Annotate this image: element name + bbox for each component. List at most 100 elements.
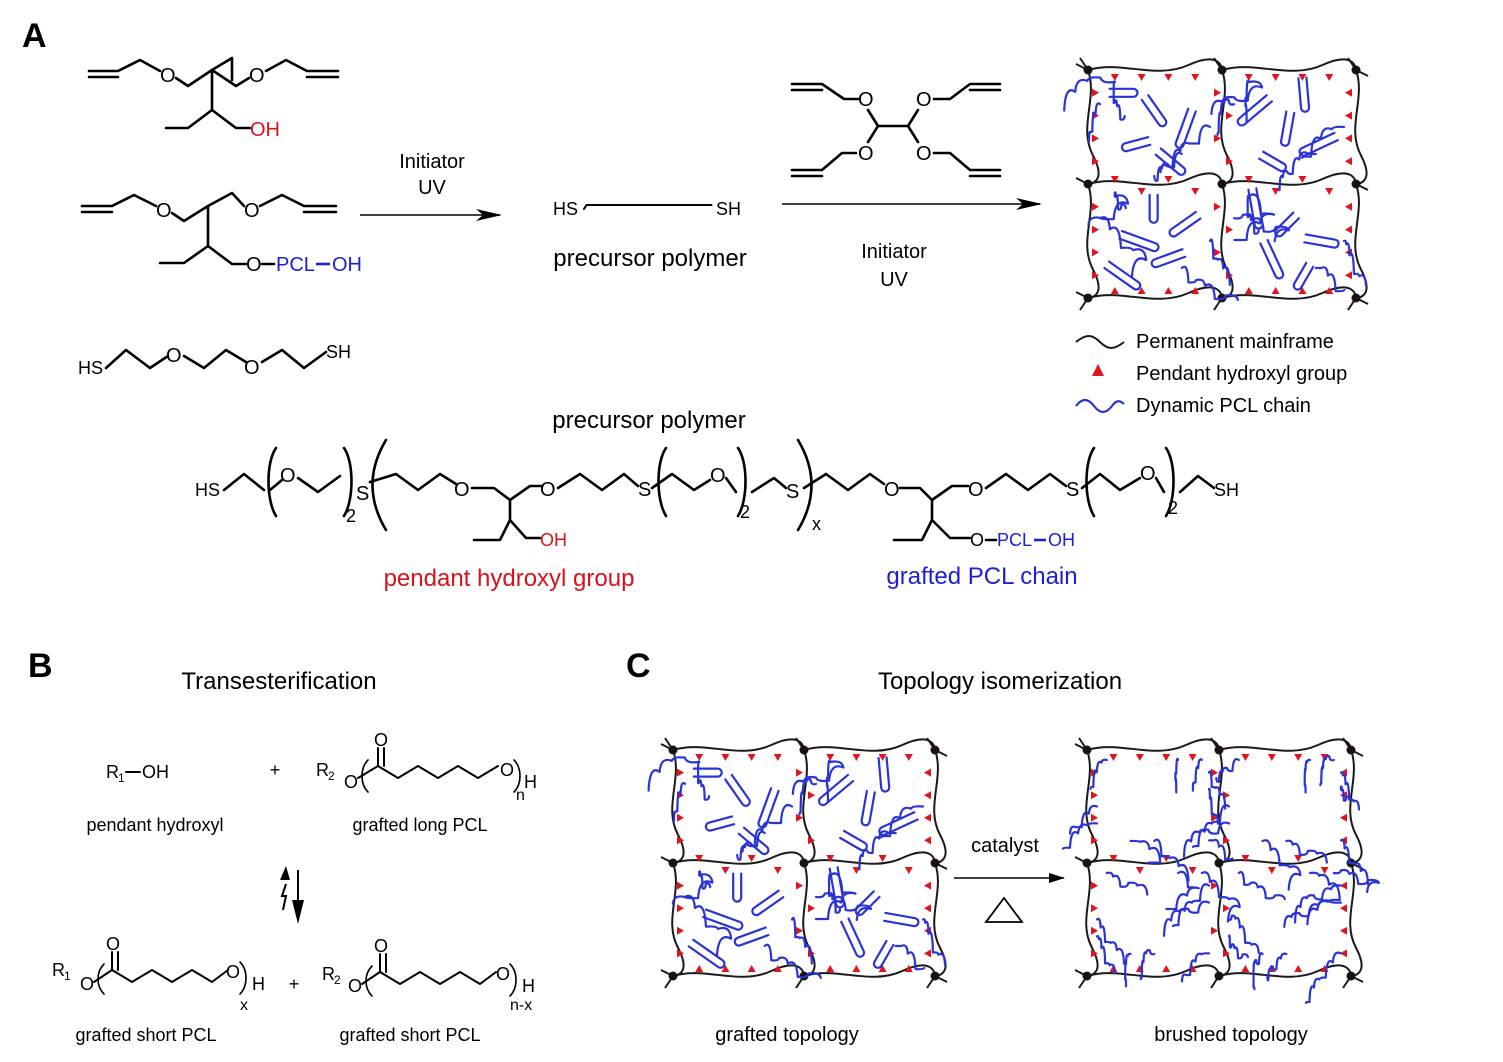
grafted-label: grafted PCL chain [886,563,1077,590]
svg-text:2: 2 [334,973,341,987]
svg-text:SH: SH [716,199,741,219]
svg-text:OH: OH [1048,530,1075,550]
equilibrium-arrows [280,866,304,924]
svg-text:H: H [522,976,535,996]
svg-text:R: R [316,760,329,780]
panel-label-c: C [626,647,651,685]
svg-text:O: O [348,976,362,996]
svg-text:OH: OH [142,762,169,782]
svg-text:S: S [638,479,651,501]
svg-text:O: O [246,254,262,276]
svg-text:H: H [524,772,537,792]
svg-text:x: x [240,997,248,1014]
network-diagram-a [1063,57,1369,311]
svg-text:O: O [280,465,296,487]
svg-text:O: O [80,974,94,994]
precursor-title: precursor polymer [552,407,745,434]
svg-text:H: H [252,974,265,994]
legend: Permanent mainframe Pendant hydroxyl gro… [1075,331,1347,417]
svg-text:S: S [356,483,369,505]
legend-pcl: Dynamic PCL chain [1136,395,1311,417]
step2-uv: UV [880,269,908,291]
monomer-allyl-ether-pcl: O O O PCL OH [80,191,362,276]
svg-text:O: O [374,730,388,750]
step1-initiator: Initiator [399,151,465,173]
panel-label-b: B [28,647,53,685]
svg-text:O: O [970,530,984,550]
svg-text:O: O [968,479,984,501]
svg-text:O: O [540,479,556,501]
pendant-hydroxyl-label: pendant hydroxyl [86,815,223,835]
plus-1: + [270,760,281,780]
short-pcl-2: R 2 O O O H n-x [322,936,535,1014]
svg-text:2: 2 [346,506,356,526]
short-pcl-1: R 1 O O O H x [52,934,265,1014]
svg-text:PCL: PCL [997,530,1032,550]
svg-text:n: n [516,787,525,804]
pendant-label: pendant hydroxyl group [384,565,635,592]
precursor-structure: HS O 2 S O O OH S O 2 S x O O O [195,438,1239,550]
svg-text:2: 2 [1168,498,1178,518]
svg-text:O: O [226,962,240,982]
heat-triangle [984,896,1024,923]
svg-text:O: O [500,760,514,780]
svg-text:O: O [496,964,510,984]
svg-text:O: O [710,465,726,487]
svg-text:OH: OH [250,119,280,141]
panel-b-title: Transesterification [181,668,376,695]
svg-text:S: S [786,481,799,503]
step1-uv: UV [418,177,446,199]
svg-text:O: O [244,200,260,222]
svg-text:O: O [106,934,120,954]
precursor-label: precursor polymer [553,245,746,272]
plus-2: + [289,974,300,994]
svg-text:O: O [858,89,874,111]
legend-mainframe: Permanent mainframe [1136,331,1334,353]
svg-text:O: O [1140,463,1156,485]
grafted-short-label-2: grafted short PCL [339,1025,480,1045]
network-brushed-topology [1061,737,1380,1004]
svg-text:OH: OH [332,254,362,276]
network-grafted-topology [647,737,948,989]
svg-text:O: O [244,357,260,379]
svg-text:O: O [249,65,265,87]
svg-text:HS: HS [195,480,220,500]
catalyst-label: catalyst [971,835,1039,857]
svg-text:1: 1 [118,771,125,785]
svg-text:HS: HS [78,358,103,378]
svg-text:O: O [916,89,932,111]
svg-text:O: O [916,143,932,165]
svg-text:SH: SH [1214,480,1239,500]
svg-text:2: 2 [740,502,750,522]
grafted-short-label-1: grafted short PCL [75,1025,216,1045]
svg-text:S: S [1066,479,1079,501]
svg-text:R: R [322,964,335,984]
brushed-topology-label: brushed topology [1154,1024,1307,1046]
svg-text:OH: OH [540,530,567,550]
svg-text:x: x [812,514,821,534]
legend-hydroxyl-swatch [1092,364,1104,376]
svg-text:O: O [374,936,388,956]
svg-text:O: O [884,479,900,501]
svg-text:O: O [166,345,182,367]
svg-text:2: 2 [328,769,335,783]
svg-text:SH: SH [326,342,351,362]
precursor-short: HS SH [553,199,741,219]
grafted-topology-label: grafted topology [715,1024,858,1046]
legend-mainframe-swatch [1075,335,1125,349]
svg-text:O: O [156,200,172,222]
long-pcl-structure: R 2 O O O H n [316,730,537,804]
r1-oh: R 1 OH [106,762,169,785]
monomer-dithiol: HS O O SH [78,342,351,379]
legend-pcl-swatch [1075,398,1125,414]
svg-text:R: R [106,762,119,782]
svg-text:1: 1 [64,969,71,983]
panel-c-title: Topology isomerization [878,668,1122,695]
step2-initiator: Initiator [861,241,927,263]
panel-label-a: A [22,17,47,55]
svg-text:n-x: n-x [510,997,532,1014]
crosslinker-tetra-allyl: O O O O [790,82,1002,178]
svg-text:R: R [52,960,65,980]
svg-text:PCL: PCL [276,254,315,276]
